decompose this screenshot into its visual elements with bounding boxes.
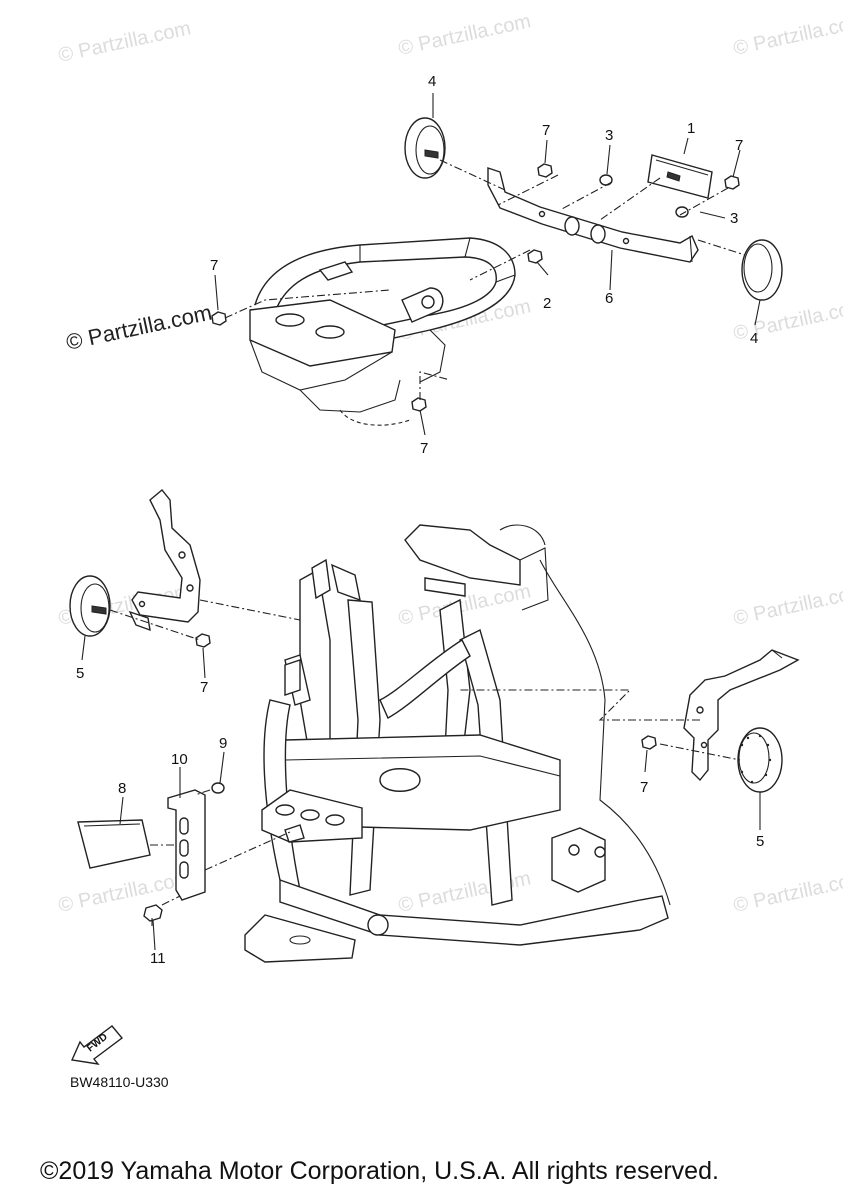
callout-layer: 1 2 3 3 4 4 5 5 6 7 7 7 7 7 7 8 9 10 11	[76, 73, 764, 967]
round-reflector-5b	[737, 727, 783, 793]
right-reflector-bracket	[683, 649, 800, 782]
watermark-text: © Partzilla.com	[396, 10, 532, 60]
callout-8: 8	[118, 780, 126, 797]
top-hardware	[211, 163, 740, 412]
callout-7: 7	[735, 137, 743, 154]
left-reflector-bracket	[128, 489, 201, 632]
callout-4: 4	[750, 330, 758, 347]
watermark-text: © Partzilla.com	[56, 867, 192, 917]
watermark-text: © Partzilla.com	[731, 867, 843, 917]
watermark-text: © Partzilla.com	[64, 300, 214, 355]
bottom-leader-lines	[81, 599, 761, 951]
rear-frame-section	[249, 237, 516, 426]
watermark-text: © Partzilla.com	[731, 580, 843, 630]
callout-3: 3	[605, 127, 613, 144]
callout-5: 5	[756, 833, 764, 850]
callout-3: 3	[730, 210, 738, 227]
callout-7: 7	[640, 779, 648, 796]
watermark-text: © Partzilla.com	[731, 295, 843, 345]
callout-7: 7	[200, 679, 208, 696]
main-frame	[244, 524, 671, 963]
callout-1: 1	[687, 120, 695, 137]
round-reflector-5a	[69, 575, 111, 637]
front-reflector-assembly	[77, 782, 225, 926]
callout-7: 7	[420, 440, 428, 457]
diagram-code: BW48110-U330	[70, 1074, 169, 1090]
callout-7: 7	[210, 257, 218, 274]
bottom-hardware	[195, 633, 657, 750]
watermark-text: © Partzilla.com	[56, 17, 192, 67]
callout-4: 4	[428, 73, 436, 90]
reflector-stay-6	[487, 167, 699, 263]
rect-reflector-1	[647, 154, 713, 199]
callout-5: 5	[76, 665, 84, 682]
callout-2: 2	[543, 295, 551, 312]
round-reflector-4b	[741, 239, 783, 301]
round-reflector-4a	[404, 117, 446, 179]
watermark-text: © Partzilla.com	[396, 867, 532, 917]
top-leader-lines	[214, 93, 761, 436]
watermark-text: © Partzilla.com	[731, 10, 843, 60]
callout-11: 11	[150, 950, 166, 967]
callout-9: 9	[219, 735, 227, 752]
callout-10: 10	[171, 751, 188, 768]
callout-6: 6	[605, 290, 613, 307]
callout-7: 7	[542, 122, 550, 139]
copyright-notice: ©2019 Yamaha Motor Corporation, U.S.A. A…	[40, 1157, 719, 1185]
fwd-arrow-icon: FWD	[70, 1025, 124, 1065]
